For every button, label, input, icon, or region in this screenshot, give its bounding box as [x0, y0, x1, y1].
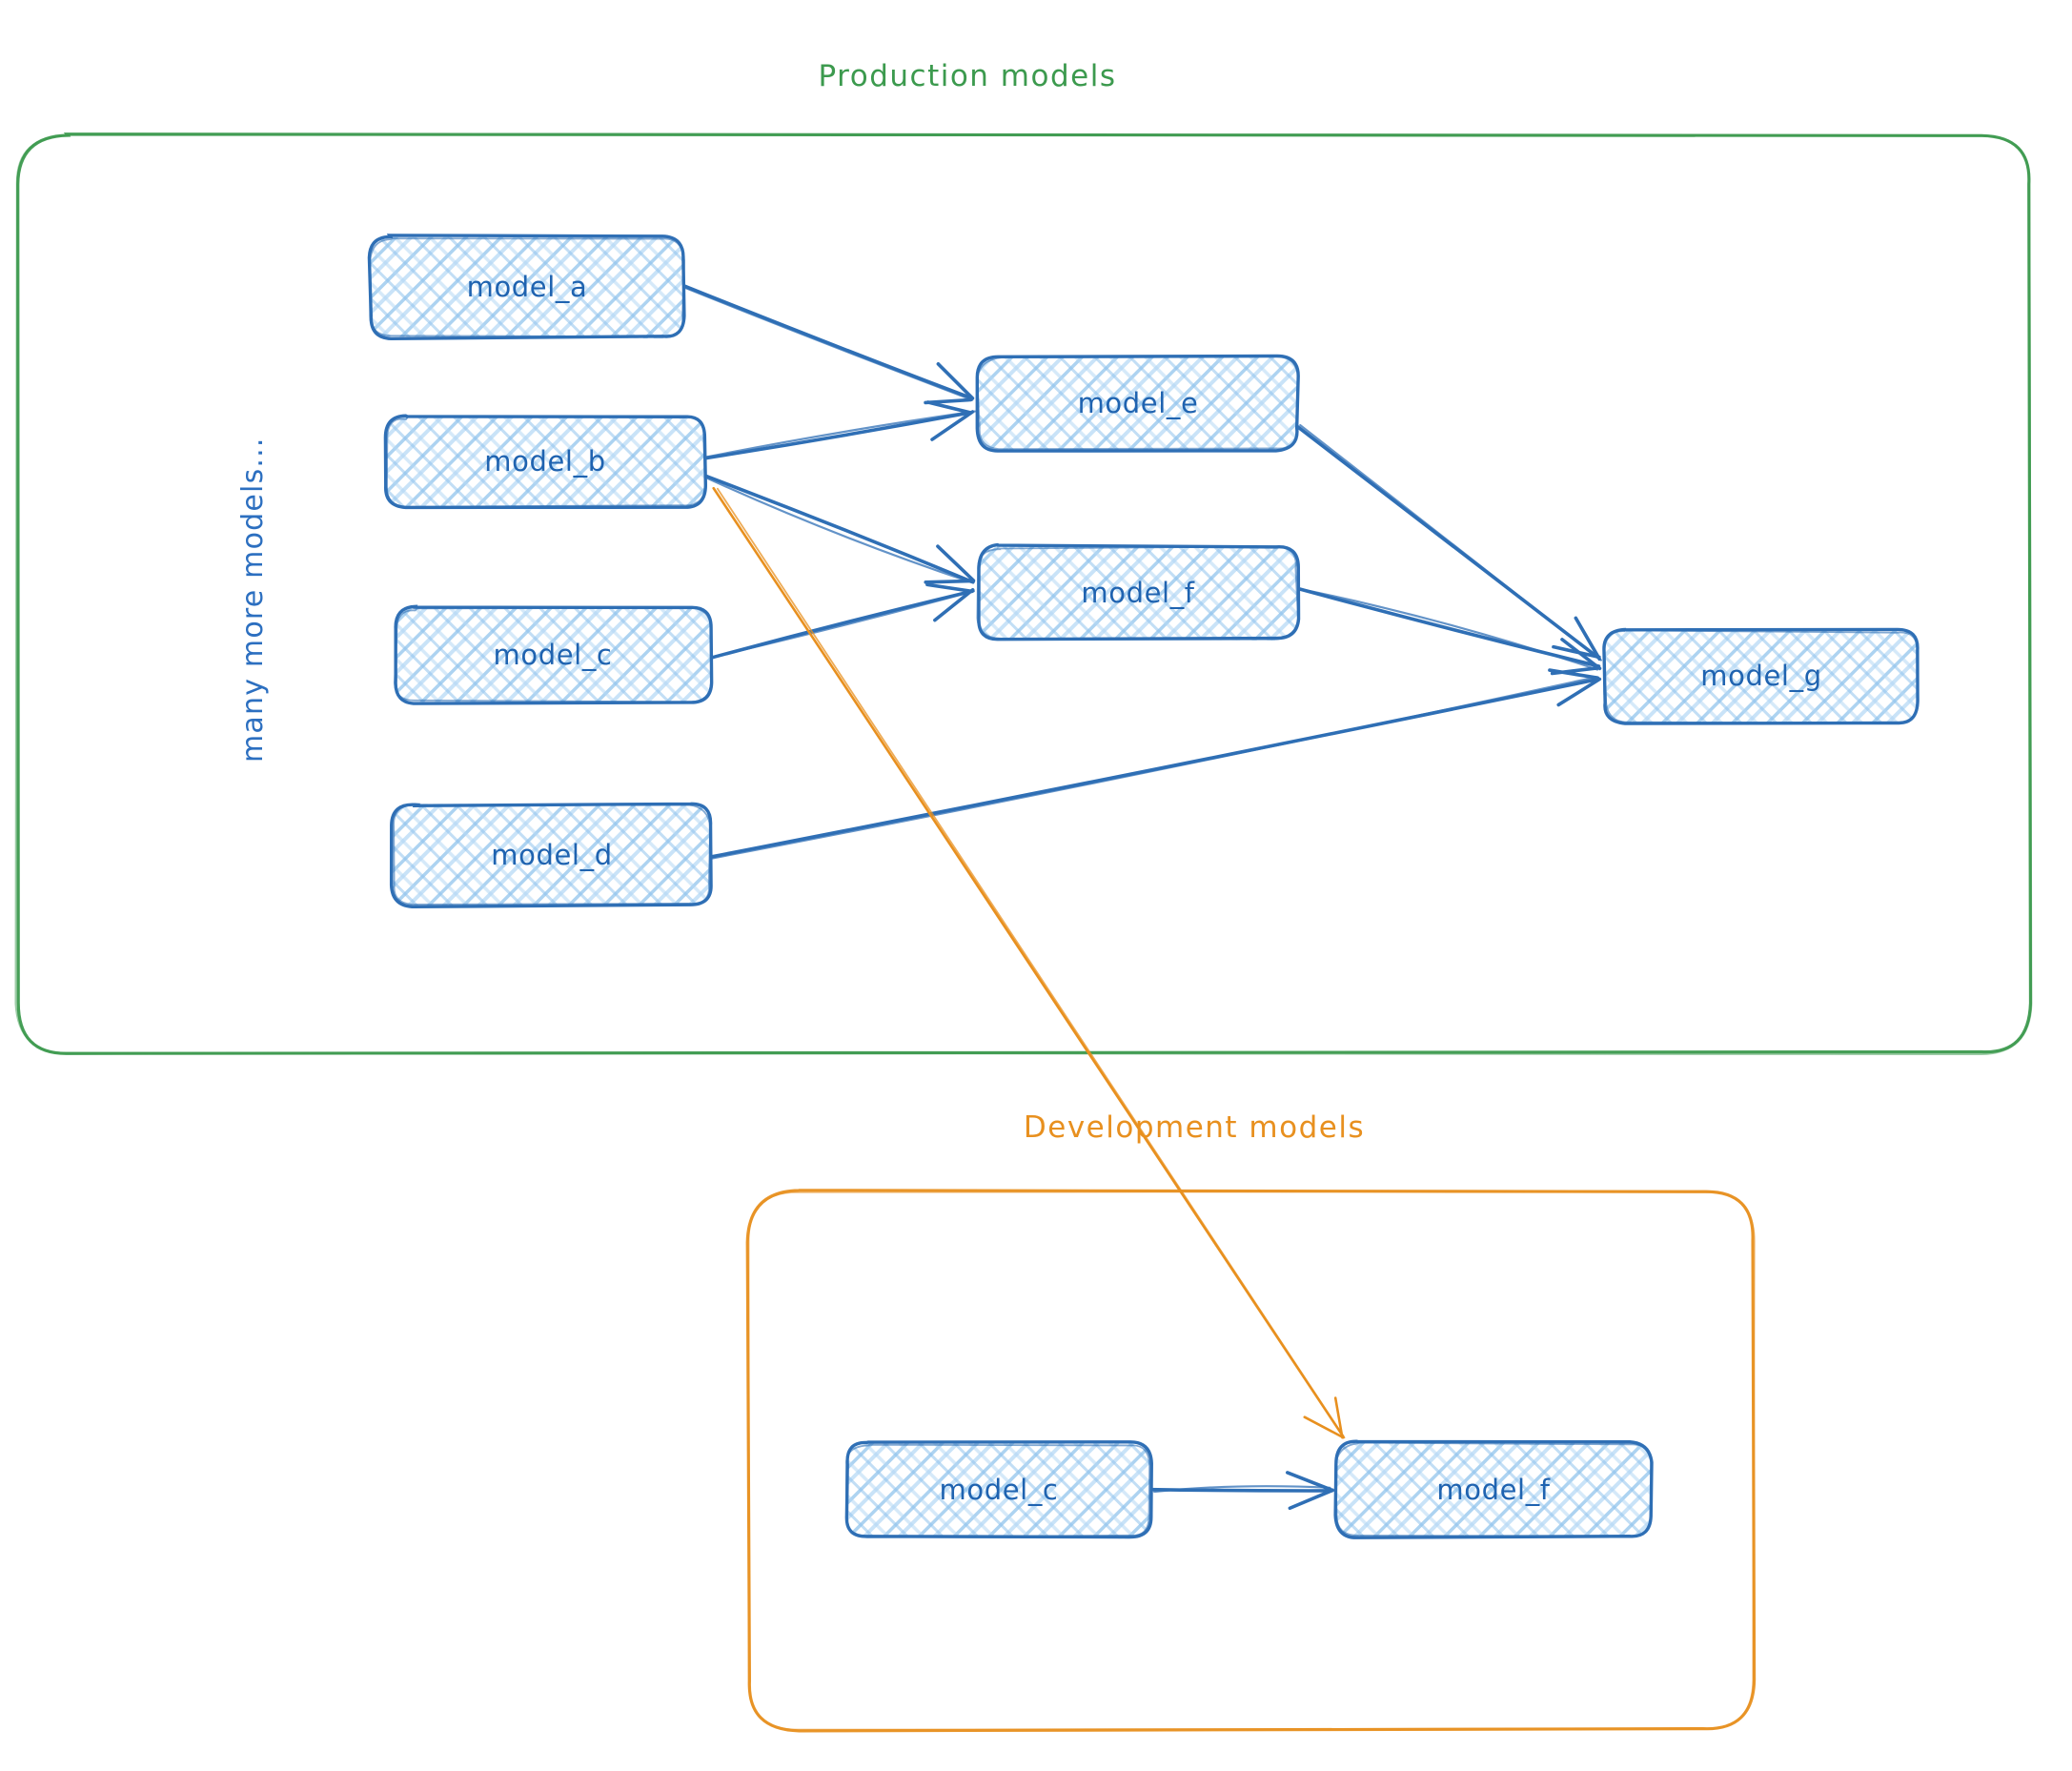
edge-prod_model_d-to-prod_model_g: [709, 668, 1602, 860]
side-note-many-more-models: many more models...: [236, 437, 270, 763]
edge-prod_model_f-to-prod_model_g: [1296, 586, 1602, 676]
group-title-development: Development models: [1023, 1110, 1366, 1145]
edge-prod_model_b-to-prod_model_f: [704, 474, 976, 584]
node-dev_model_f[interactable]: [1333, 1439, 1654, 1539]
group-containers: [14, 132, 2033, 1733]
group-title-production: Production models: [818, 59, 1117, 93]
node-dev_model_c[interactable]: [844, 1440, 1153, 1539]
edges: [682, 284, 1602, 1511]
edge-prod_model_c-to-prod_model_f: [707, 582, 975, 660]
nodes: [367, 234, 1920, 1539]
node-prod_model_f[interactable]: [976, 542, 1301, 641]
node-prod_model_d[interactable]: [389, 802, 713, 909]
edge-prod_model_b-to-dev_model_f: [712, 486, 1346, 1439]
node-prod_model_a[interactable]: [367, 234, 686, 340]
edge-prod_model_a-to-prod_model_e: [682, 284, 975, 405]
node-prod_model_g[interactable]: [1602, 627, 1920, 725]
edge-prod_model_b-to-prod_model_e: [703, 400, 977, 460]
edge-prod_model_e-to-prod_model_g: [1295, 423, 1602, 662]
node-prod_model_e[interactable]: [975, 354, 1300, 453]
node-prod_model_c[interactable]: [394, 604, 714, 705]
edge-dev_model_c-to-dev_model_f: [1148, 1471, 1335, 1511]
group-development: [745, 1189, 1757, 1733]
group-production: [14, 132, 2033, 1056]
node-prod_model_b[interactable]: [383, 414, 708, 510]
